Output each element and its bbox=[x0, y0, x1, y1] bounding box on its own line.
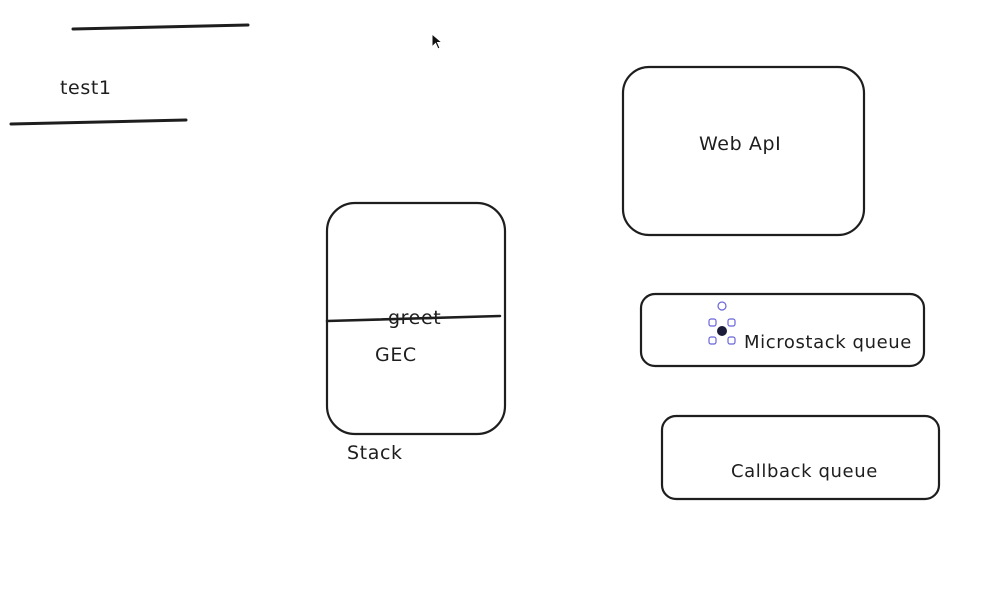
web-api-box[interactable] bbox=[621, 65, 866, 237]
mouse-pointer-icon bbox=[431, 32, 444, 50]
text-web-api[interactable]: Web ApI bbox=[699, 133, 782, 155]
text-gec[interactable]: GEC bbox=[375, 344, 417, 366]
text-callback-queue[interactable]: Callback queue bbox=[731, 461, 878, 482]
text-test1[interactable]: test1 bbox=[60, 77, 112, 99]
stack-box[interactable] bbox=[325, 201, 507, 436]
selection-handles-icon[interactable] bbox=[708, 301, 736, 345]
microstack-queue-box[interactable] bbox=[639, 292, 926, 368]
line-under-test1[interactable] bbox=[9, 118, 188, 126]
callback-queue-box[interactable] bbox=[660, 414, 941, 501]
text-greet[interactable]: greet bbox=[388, 307, 442, 329]
line-top[interactable] bbox=[71, 23, 250, 31]
greet-divider-line[interactable] bbox=[325, 314, 502, 323]
text-microstack-queue[interactable]: Microstack queue bbox=[744, 332, 912, 353]
text-stack[interactable]: Stack bbox=[347, 442, 403, 464]
